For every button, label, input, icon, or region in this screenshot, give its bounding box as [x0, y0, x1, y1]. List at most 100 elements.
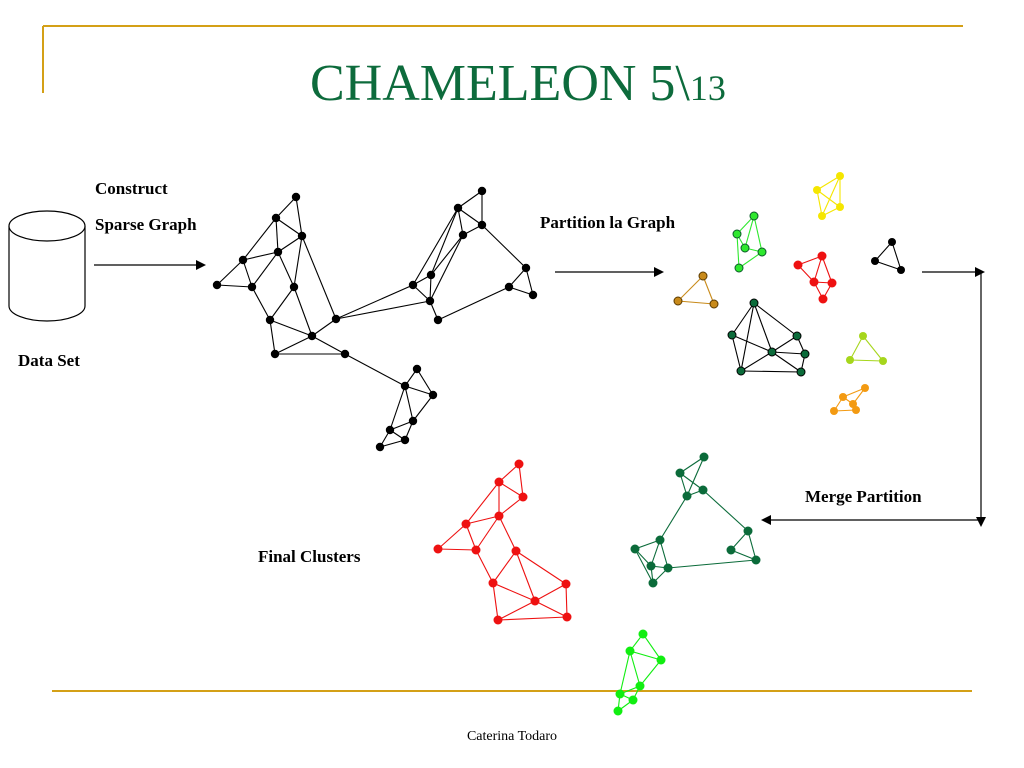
partition-yellow-edge: [816, 189, 823, 217]
title-main: CHAMELEON 5\: [310, 55, 690, 112]
sparse-graph-edge: [457, 190, 483, 209]
sparse-graph-edge: [269, 286, 295, 321]
partition-yellow-green-edge: [849, 335, 864, 361]
sparse-graph-edge: [277, 251, 295, 288]
partition-yellow-node: [818, 212, 826, 220]
partition-red-edge: [821, 255, 833, 284]
final-dark-green-edge: [702, 489, 749, 532]
sparse-graph-node: [297, 231, 307, 241]
final-dark-green-node: [648, 578, 658, 588]
partition-dark-green-node: [749, 298, 759, 308]
partition-red-node: [818, 294, 828, 304]
partition-dark-green-node: [736, 366, 746, 376]
final-red-edge: [475, 549, 494, 584]
sparse-graph-node: [271, 213, 281, 223]
sparse-graph-node: [412, 364, 422, 374]
sparse-graph-node: [375, 442, 385, 452]
final-red-node: [494, 511, 504, 521]
final-dark-green-edge: [679, 472, 704, 491]
sparse-graph-edge: [335, 300, 431, 320]
final-lime-node: [656, 655, 666, 665]
sparse-graph-edge: [404, 385, 434, 396]
sparse-graph-node: [212, 280, 222, 290]
partition-bright-green-node: [757, 247, 767, 257]
final-red-node: [461, 519, 471, 529]
sparse-graph-edge: [293, 286, 313, 337]
database-cylinder-icon: [8, 210, 86, 322]
partition-orange-node: [830, 407, 838, 415]
partition-yellow-green: [846, 332, 887, 365]
sparse-graph-node: [528, 290, 538, 300]
label-partition: Partition la Graph: [540, 213, 676, 232]
final-red-edge: [498, 481, 524, 498]
partition-bright-green-node: [732, 229, 742, 239]
partition-orange-brown-edge: [677, 300, 715, 305]
sparse-graph-edge: [251, 286, 271, 321]
final-lime-edge: [619, 650, 631, 695]
partition-orange-brown-node: [698, 271, 708, 281]
partition-orange-brown-edge: [677, 275, 704, 302]
final-red-node: [494, 477, 504, 487]
partition-yellow-node: [813, 186, 821, 194]
final-dark-green-node: [646, 561, 656, 571]
partition-orange-node: [852, 406, 860, 414]
final-dark-green-edge: [667, 559, 757, 569]
final-red-edge: [465, 515, 500, 525]
sparse-graph-edge: [311, 335, 346, 355]
sparse-graph-node: [477, 186, 487, 196]
sparse-graph-node: [289, 282, 299, 292]
label-final-clusters: Final Clusters: [258, 547, 361, 566]
sparse-graph-edge: [251, 251, 279, 288]
partition-bright-green-node: [749, 211, 759, 221]
sparse-graph-edge: [379, 439, 406, 448]
partition-dark-green-edge: [753, 302, 798, 337]
final-lime-node: [638, 629, 648, 639]
sparse-graph-edge: [277, 235, 303, 253]
sparse-graph-node: [291, 192, 301, 202]
final-red-edge: [475, 515, 500, 551]
sparse-graph-edge: [275, 196, 297, 219]
final-lime-node: [613, 706, 623, 716]
sparse-graph-node: [425, 296, 435, 306]
final-dark-green-edge: [686, 456, 705, 497]
final-red-node: [493, 615, 503, 625]
final-red-node: [488, 578, 498, 588]
final-dark-green: [630, 452, 761, 588]
sparse-graph-edge: [242, 251, 279, 261]
partition-bright-green-edge: [736, 233, 740, 269]
sparse-graph-edge: [216, 259, 244, 286]
sparse-graph-node: [426, 270, 436, 280]
partition-orange: [830, 384, 869, 415]
partition-yellow-green-edge: [862, 335, 884, 362]
title-number: 13: [689, 68, 726, 108]
partition-dark-green-edge: [771, 335, 798, 353]
label-merge: Merge Partition: [805, 487, 922, 506]
final-red-node: [471, 545, 481, 555]
sparse-graph-node: [521, 263, 531, 273]
final-red-edge: [437, 523, 467, 550]
sparse-graph-edge: [344, 353, 406, 387]
partition-dark-green-edge: [740, 370, 802, 373]
sparse-graph-edge: [430, 207, 459, 276]
final-red-edge: [497, 600, 536, 621]
final-red-edge: [465, 523, 477, 551]
final-dark-green-node: [663, 563, 673, 573]
partition-red-node: [827, 278, 837, 288]
partition-dark-green-edge: [731, 302, 755, 336]
sparse-graph-edge: [275, 217, 303, 237]
final-dark-green-node: [726, 545, 736, 555]
partition-yellow: [813, 172, 844, 220]
final-dark-green-edge: [659, 539, 669, 569]
partition-dark-green-edge: [753, 302, 773, 353]
final-dark-green-node: [655, 535, 665, 545]
partition-dark-green-node: [792, 331, 802, 341]
partition-red-edge: [813, 255, 823, 283]
sparse-graph-edge: [430, 234, 464, 276]
final-red-edge: [492, 550, 517, 584]
final-red-edge: [534, 600, 568, 618]
partition-yellow-edge: [816, 189, 841, 208]
sparse-graph-edge: [295, 196, 303, 237]
sparse-graph-edge: [412, 207, 459, 286]
final-lime-node: [625, 646, 635, 656]
